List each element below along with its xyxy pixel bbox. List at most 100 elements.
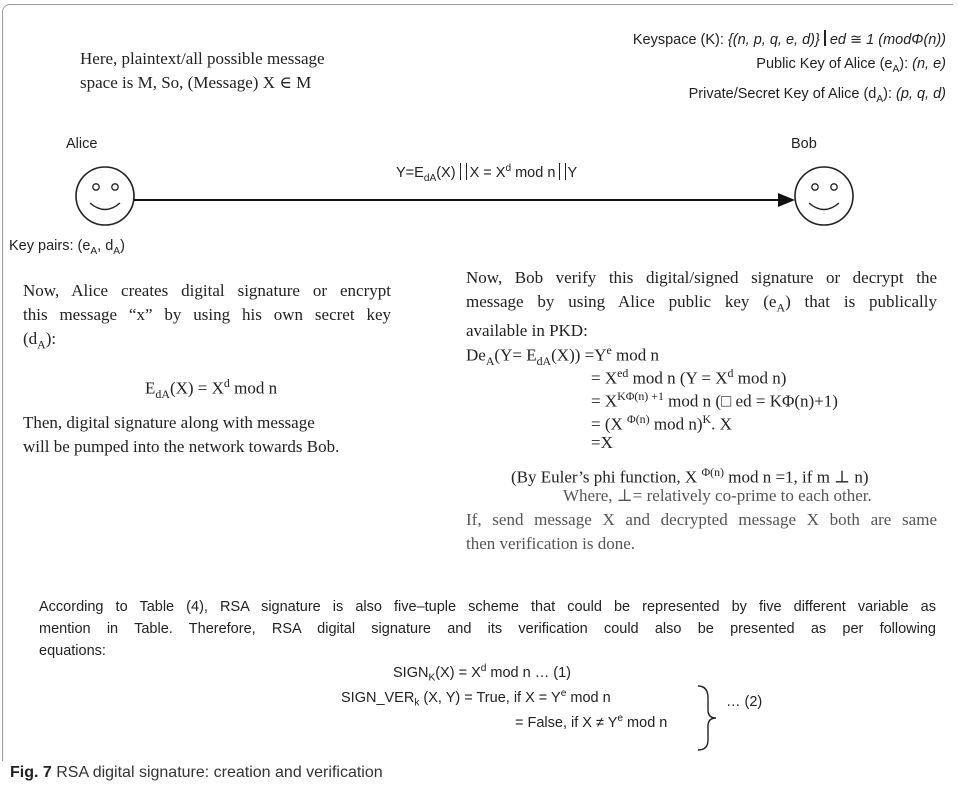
keyspace-line: Keyspace (K): {(n, p, q, e, d)}ed ≅ 1 (m… [633,28,946,52]
alice-label: Alice [66,136,98,152]
equation-2-label: … (2) [726,694,763,710]
d4-end: . X [711,414,732,434]
alice-then-line-1: Then, digital signature along with messa… [23,413,315,432]
bottom-line-3: equations: [39,643,106,659]
coprime-note: Where, ⊥= relatively co-prime to each ot… [563,486,872,505]
alice-signing-text: Now, Alice creates digital signature or … [23,279,391,356]
figure-caption: Fig. 7 RSA digital signature: creation a… [10,764,383,782]
key-pairs: Key pairs: (eA, dA) [9,238,125,257]
arrow-label-sub: dA [423,172,437,184]
bob-line-2-sub: A [776,300,786,315]
key-pairs-label: Key pairs: (e [9,238,91,254]
alice-line-2: this message “x” by using his own secret… [23,305,391,324]
verify-true-equation: SIGN_VERk (X, Y) = True, if X = Ye mod n [341,688,611,709]
euler-sup: Φ(n) [701,465,724,479]
private-key-sub: A [876,93,884,105]
bob-derivation-line-4: = (X Φ(n) mod n)K. X [591,407,732,437]
bob-line-2: message by using Alice public key (eA) t… [466,290,937,319]
ver-b: (X, Y) = True, if X = Y [419,689,561,706]
d3-x: = X [591,391,618,411]
alice-line-3-post: ): [45,329,57,348]
caption-text: RSA digital signature: creation and veri… [51,764,383,781]
bob-line-2-post: ) that is publically [785,292,937,311]
alice-eq-e: E [145,378,156,398]
intro-line-1: Here, plaintext/all possible message [80,49,325,68]
ver-c: mod n [566,689,611,706]
intro-line-2: space is M, So, (Message) X ∈ M [80,73,312,92]
bob-derivation-line-5: =X [591,433,613,452]
alice-line-1: Now, Alice creates digital signature or … [23,281,391,300]
alice-eq-mid: (X) = X [169,378,224,398]
arrow-label-eq: X = X [469,165,506,181]
private-key-line: Private/Secret Key of Alice (dA): (p, q,… [633,82,946,112]
private-key-value: (p, q, d) [896,85,946,102]
bob-line-2-pre: message by using Alice public key (e [466,292,777,311]
ver-sup: e [560,688,567,699]
arrow-label-tail: Y [567,165,578,181]
key-definitions: Keyspace (K): {(n, p, q, e, d)}ed ≅ 1 (m… [633,28,946,112]
arrow-label-x: (X) [436,165,460,181]
keyspace-divider [823,30,826,46]
concat-bars-left [459,163,467,180]
d1-y: (Y= E [494,345,537,365]
alice-sign-equation: EdA(X) = Xd mod n [145,371,277,406]
message-arrowhead-icon [778,193,795,207]
bob-label: Bob [791,136,817,152]
bob-line-1: Now, Bob verify this digital/signed sign… [466,268,937,287]
bottom-line-1: According to Table (4), RSA signature is… [39,599,936,615]
d2-sup2: d [727,366,734,380]
sign-sub: K [428,672,436,684]
euler-a: (By Euler’s phi function, X [511,467,702,487]
sign-c: mod n … (1) [486,664,571,681]
ver-a: SIGN_VER [341,689,415,706]
caption-label: Fig. 7 [10,764,52,781]
arrow-label-sup: d [505,163,512,175]
bob-derivation-line-2: = Xed mod n (Y = Xd mod n) [591,361,786,391]
keyspace-label: Keyspace (K): [632,32,728,48]
d1-de: De [466,345,486,365]
bob-line-3: available in PKD: [466,321,588,341]
alice-then-text: Then, digital signature along with messa… [23,411,339,459]
d4-mid: mod n) [649,414,703,434]
message-flow-diagram [75,166,854,226]
ver-sub: k [414,697,420,709]
arrow-label: Y=EdA(X) X = Xd mod n Y [396,163,577,184]
euler-b: mod n =1, if m ⊥ n) [724,467,869,487]
key-pairs-end: ) [120,238,125,254]
verification-note: If, send message X and decrypted message… [466,508,937,556]
public-key-label: Public Key of Alice (e [756,56,893,72]
bob-derivation-line-3: = XKΦ(n) +1 mod n (□ ed = KΦ(n)+1) [591,384,838,414]
verification-line-1: If, send message X and decrypted message… [466,510,937,529]
alice-eq-mod: mod n [229,378,278,398]
arrow-label-mod: mod n [511,165,560,181]
sign-sup: d [480,663,487,674]
concat-bars-right [559,163,567,180]
d4-sup2: K [702,412,712,426]
alice-line-3-sub: A [37,337,46,352]
public-key-line: Public Key of Alice (eA): (n, e) [633,52,946,82]
figure-frame [2,4,953,761]
alice-line-3: (dA): [23,327,391,356]
d1-sub: A [485,354,495,369]
keyspace-value: {(n, p, q, e, d)} [727,32,820,48]
private-key-label: Private/Secret Key of Alice (d [688,85,877,102]
d4-sup: Φ(n) [627,412,650,426]
d1-mod: mod n [611,345,660,365]
d2-sup: ed [617,366,629,380]
public-key-value: (n, e) [912,56,946,72]
key-pairs-sub1: A [90,245,98,257]
d2-mid: mod n (Y = X [628,368,728,388]
false-b: mod n [623,714,668,731]
d1-sub2: dA [536,354,552,369]
verify-false-equation: = False, if X ≠ Ye mod n [515,713,667,731]
key-pairs-sub2: A [113,245,121,257]
right-brace-icon [697,685,717,751]
bob-smiley-icon [794,166,854,226]
d1-ye: (X)) =Y [551,345,607,365]
alice-eq-sub: dA [155,387,170,402]
d4-x: = (X [591,414,628,434]
d3-sup: KΦ(n) +1 [617,389,664,403]
public-key-sub: A [892,63,900,75]
sign-a: SIGN [393,664,429,681]
d2-x: = X [591,368,618,388]
